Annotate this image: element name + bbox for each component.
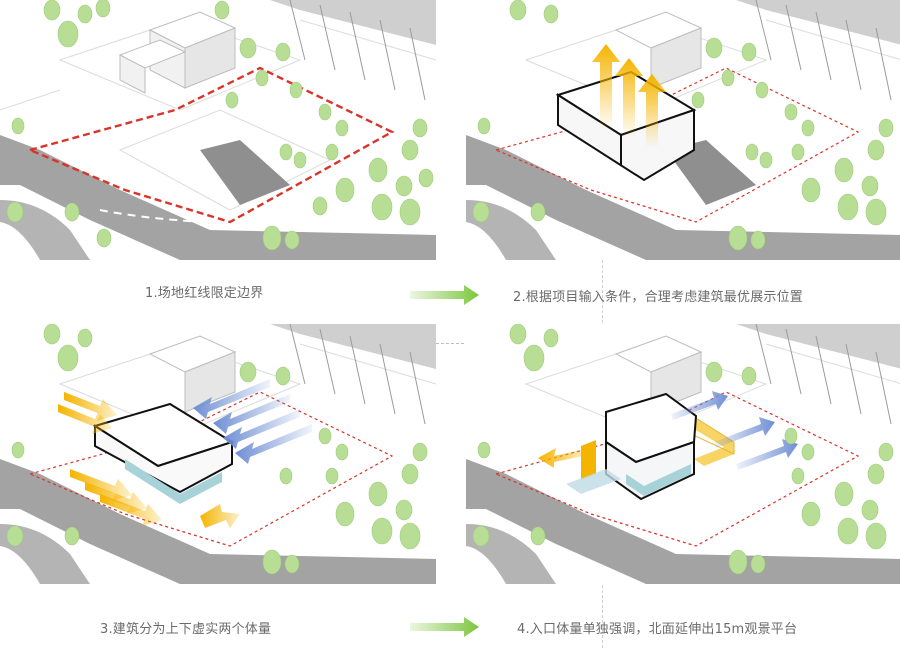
step-2-caption: 2.根据项目输入条件，合理考虑建筑最优展示位置 bbox=[513, 290, 804, 305]
panel-step-3 bbox=[0, 324, 436, 584]
panel-step-2 bbox=[466, 0, 900, 260]
site-plan-step-2 bbox=[466, 0, 900, 260]
next-step-arrow-icon bbox=[410, 617, 479, 637]
site-plan-step-4 bbox=[466, 324, 900, 584]
guide-line-horizontal bbox=[0, 343, 900, 344]
site-plan-step-3 bbox=[0, 324, 436, 584]
step-4-caption: 4.入口体量单独强调，北面延伸出15m观景平台 bbox=[517, 622, 798, 637]
panel-step-4 bbox=[466, 324, 900, 584]
step-3-caption: 3.建筑分为上下虚实两个体量 bbox=[100, 622, 272, 637]
site-plan-step-1 bbox=[0, 0, 436, 260]
step-1-caption: 1.场地红线限定边界 bbox=[145, 286, 264, 301]
next-step-arrow-icon bbox=[410, 285, 479, 305]
panel-step-1 bbox=[0, 0, 436, 260]
